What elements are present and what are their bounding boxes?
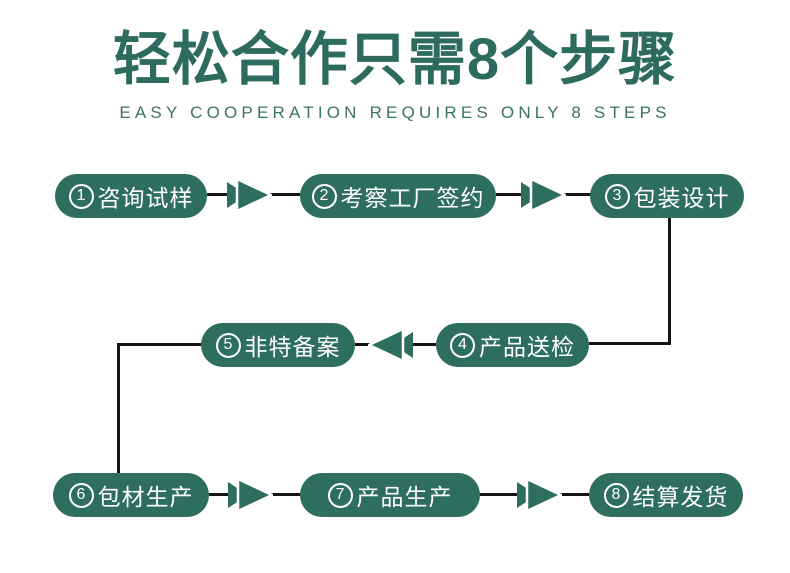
step-4-label: 产品送检 <box>479 334 575 360</box>
step-1-node: 1 咨询试样 <box>55 174 207 218</box>
step-1-label: 咨询试样 <box>97 185 194 211</box>
arrow-right-icon <box>520 178 566 212</box>
step-6-number-badge: 6 <box>68 482 94 508</box>
step-7-node: 7 产品生产 <box>300 473 480 517</box>
connector-step5-left <box>117 343 203 346</box>
step-2-number-badge: 2 <box>311 183 337 209</box>
connector-step3-step4 <box>589 342 671 345</box>
step-2-node: 2 考察工厂签约 <box>300 174 496 218</box>
step-2-label: 考察工厂签约 <box>340 185 485 211</box>
step-4-node: 4 产品送检 <box>436 323 589 367</box>
step-7-label: 产品生产 <box>356 484 453 510</box>
step-8-number-badge: 8 <box>603 482 629 508</box>
arrow-right-icon <box>226 178 272 212</box>
page-subtitle: EASY COOPERATION REQUIRES ONLY 8 STEPS <box>119 103 671 122</box>
step-1-number-badge: 1 <box>68 183 94 209</box>
step-4-number-badge: 4 <box>450 332 475 358</box>
connector-step3-down <box>668 214 671 345</box>
page-title: 轻松合作只需8个步骤 <box>112 27 678 92</box>
step-6-node: 6 包材生产 <box>53 473 209 517</box>
connector-step5-down <box>117 343 120 475</box>
step-8-node: 8 结算发货 <box>589 473 743 517</box>
step-6-label: 包材生产 <box>97 484 194 510</box>
step-5-node: 5 非特备案 <box>201 323 355 367</box>
arrow-left-icon <box>368 328 414 362</box>
arrow-right-icon <box>227 478 273 512</box>
step-3-node: 3 包装设计 <box>590 174 744 218</box>
step-5-number-badge: 5 <box>215 332 241 358</box>
step-3-number-badge: 3 <box>604 183 630 209</box>
step-7-number-badge: 7 <box>327 482 353 508</box>
arrow-right-icon <box>516 478 562 512</box>
step-8-label: 结算发货 <box>632 484 729 510</box>
step-5-label: 非特备案 <box>244 334 341 360</box>
step-3-label: 包装设计 <box>633 185 730 211</box>
